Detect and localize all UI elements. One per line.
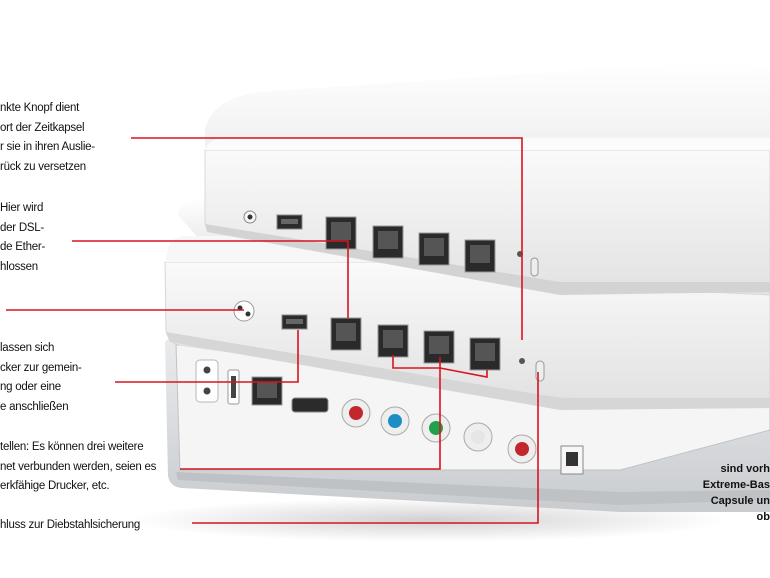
callout-ethernet-ports: tellen: Es können drei weitere net verbu… — [0, 441, 157, 492]
leader-wan-port — [72, 240, 349, 318]
leader-lines — [6, 137, 539, 524]
image-caption: sind vorh Extreme-Bas Capsule un ob — [702, 463, 770, 523]
callout-security-slot: hluss zur Diebstahlsicherung — [0, 519, 141, 531]
leader-reset-button — [131, 137, 523, 340]
callout-usb-port: lassen sich cker zur gemein- ng oder ein… — [0, 342, 82, 413]
leader-ethernet-bracket — [392, 355, 488, 378]
leader-ethernet-ports — [180, 357, 441, 470]
callout-wan-port: Hier wird der DSL- de Ether- hlossen — [0, 202, 46, 273]
leader-usb-port — [115, 330, 299, 383]
callout-reset-button: nkte Knopf dient ort der Zeitkapsel r si… — [0, 102, 95, 173]
leader-security-slot — [192, 372, 539, 524]
